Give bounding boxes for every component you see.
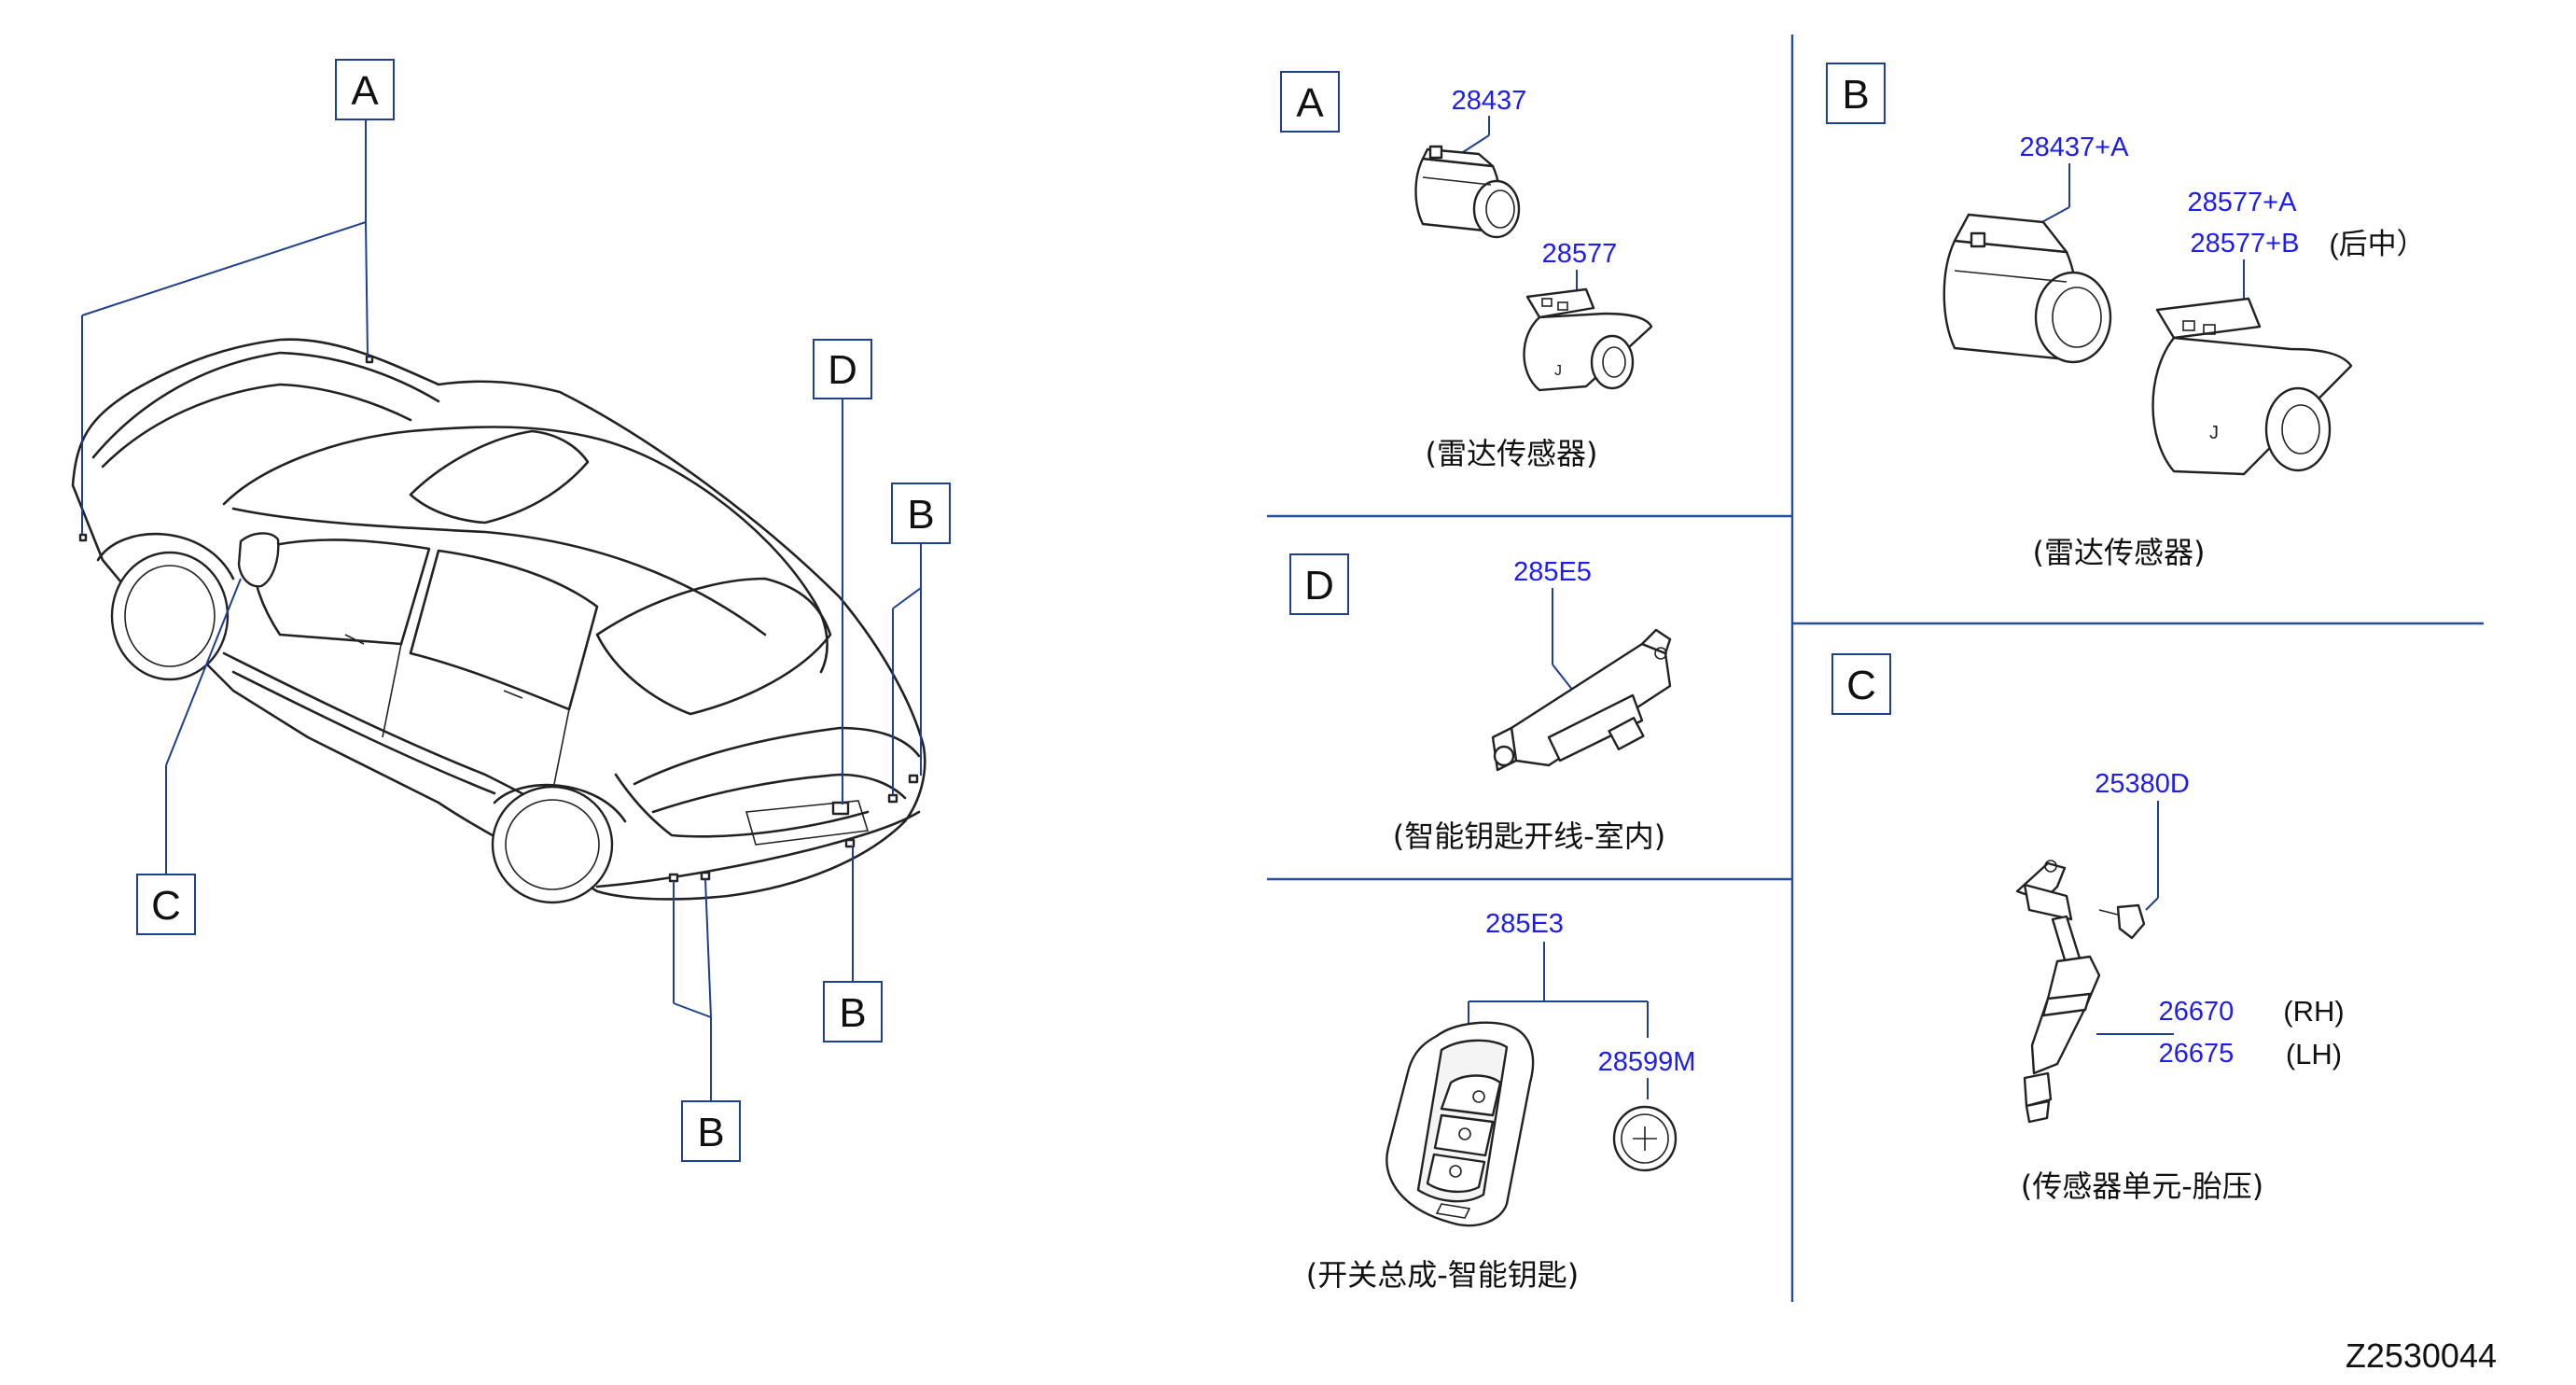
part-number-28577-b: 28577+B [2191, 229, 2300, 259]
panel-b-note: (后中） [2329, 228, 2425, 260]
callout-c-car: C [136, 874, 196, 935]
panel-d: D 285E5 (智能钥匙开线-室内) [1289, 553, 1672, 854]
callout-label: A [351, 68, 379, 114]
part-number-26675: 26675 [2159, 1039, 2235, 1069]
part-number-28577-a: 28577+A [2188, 188, 2298, 217]
callout-label: D [828, 347, 857, 393]
part-number-28437: 28437 [1452, 86, 1527, 116]
svg-text:J: J [1554, 363, 1562, 379]
car-illustration [71, 338, 926, 904]
callout-label: B [839, 990, 866, 1036]
panel-key-caption: (开关总成-智能钥匙) [1306, 1257, 1580, 1293]
panel-b-label: B [1842, 72, 1869, 118]
panel-a-caption: (雷达传感器) [1426, 436, 1598, 471]
sensor-bracket-large-icon: J [2151, 297, 2353, 476]
callout-a-car: A [335, 59, 395, 120]
smart-key-antenna-icon [1491, 628, 1672, 772]
panel-key: 285E3 28599M (开关总成-智能钥匙) [1306, 909, 1696, 1293]
radar-sensor-large-icon [1942, 213, 2112, 364]
diagram-code: Z2530044 [2346, 1336, 2497, 1375]
smart-key-fob-icon [1385, 1021, 1535, 1227]
panel-a: A 28437 28577 J (雷达传感器) [1280, 71, 1653, 471]
car-callout-boxes: A D B B B C [136, 59, 951, 1162]
sensor-bracket-icon: J [1523, 287, 1653, 392]
part-number-25380d: 25380D [2095, 769, 2190, 799]
callout-label: B [907, 492, 934, 538]
panel-d-label: D [1304, 563, 1334, 609]
part-number-28577: 28577 [1542, 239, 1618, 269]
coin-battery-icon [1612, 1105, 1678, 1172]
panel-c: C 25380D 26670 26675 (RH) (LH) (传感器单元-胎压… [1831, 653, 2345, 1204]
part-number-285e5: 285E5 [1513, 557, 1592, 587]
callout-d-car: D [813, 339, 872, 399]
callout-label: C [151, 883, 181, 929]
car-callout-lines [81, 119, 922, 1101]
panel-separators [1267, 35, 2484, 1302]
panel-c-label: C [1846, 663, 1876, 708]
svg-text:J: J [2209, 423, 2219, 443]
panel-b: B 28437+A 28577+A 28577+B (后中） J (雷达传感器) [1826, 63, 2426, 570]
part-number-28599m: 28599M [1598, 1047, 1696, 1077]
panel-c-caption: (传感器单元-胎压) [2021, 1168, 2264, 1204]
panel-d-caption: (智能钥匙开线-室内) [1393, 818, 1666, 854]
radar-sensor-icon [1414, 145, 1521, 239]
part-number-26670: 26670 [2159, 997, 2235, 1027]
tire-pressure-sensor-icon [2015, 860, 2146, 1124]
callout-label: B [697, 1110, 724, 1155]
callout-b-car-center: B [823, 981, 883, 1042]
callout-b-car-left: B [681, 1100, 741, 1162]
panel-a-label: A [1296, 80, 1324, 126]
part-number-285e3: 285E3 [1485, 909, 1564, 939]
callout-b-car-right: B [891, 483, 951, 544]
side-lh: (LH) [2286, 1038, 2342, 1070]
side-rh: (RH) [2283, 995, 2344, 1028]
panel-b-caption: (雷达传感器) [2033, 535, 2206, 570]
part-number-28437-a: 28437+A [2020, 133, 2130, 162]
